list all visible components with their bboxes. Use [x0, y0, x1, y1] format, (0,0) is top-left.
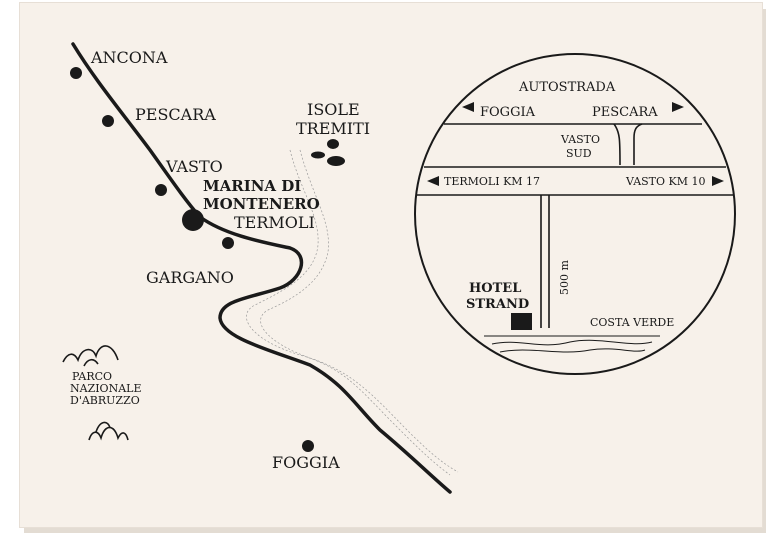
- arrow-left-icon: [462, 102, 474, 112]
- inset-foggia: FOGGIA: [480, 105, 536, 120]
- city-dot-icon: [222, 237, 234, 249]
- city-dot-icon: [102, 115, 114, 127]
- arrow-right-icon: [672, 102, 684, 112]
- coastline: [71, 42, 452, 494]
- exit-ramp: [613, 123, 643, 166]
- inset-termoli: TERMOLI KM 17: [444, 175, 540, 188]
- inset-pescara: PESCARA: [592, 105, 658, 120]
- hotel-icon: [511, 313, 532, 330]
- mountain-icon: [62, 345, 119, 367]
- inset-distance: 500 m: [558, 260, 571, 295]
- label-gargano: GARGANO: [146, 268, 234, 287]
- city-dot-icon: [302, 440, 314, 452]
- label-marina-line2: MONTENERO: [203, 195, 320, 213]
- inset-exit-line1: VASTO: [560, 133, 600, 146]
- label-park-line2: NAZIONALE: [70, 382, 141, 395]
- label-park-line1: PARCO: [72, 370, 112, 383]
- city-dot-icon: [70, 67, 82, 79]
- label-pescara: PESCARA: [135, 105, 216, 124]
- inset-hotel-line2: STRAND: [466, 297, 529, 312]
- label-vasto: VASTO: [165, 157, 223, 176]
- city-dot-icon: [155, 184, 167, 196]
- inset-exit-line2: SUD: [566, 147, 592, 160]
- access-road: [540, 195, 550, 328]
- inset-vasto: VASTO KM 10: [625, 175, 706, 188]
- inset-hotel-line1: HOTEL: [469, 281, 521, 296]
- inset-autostrada: AUTOSTRADA: [518, 80, 616, 95]
- label-isole: ISOLE: [307, 100, 360, 119]
- label-marina-line1: MARINA DI: [203, 177, 301, 195]
- river-lines: [246, 149, 459, 476]
- arrow-right-icon: [712, 176, 724, 186]
- arrow-left-icon: [427, 176, 439, 186]
- city-dot-icon: [182, 209, 204, 231]
- inset-circle: [414, 53, 736, 375]
- mountain-icon: [88, 421, 129, 441]
- island-icon: [311, 139, 345, 166]
- label-termoli: TERMOLI: [234, 213, 315, 232]
- label-park-line3: D'ABRUZZO: [70, 394, 140, 407]
- sea-waves: [484, 335, 660, 353]
- inset-coast: COSTA VERDE: [590, 316, 674, 329]
- label-tremiti: TREMITI: [296, 119, 370, 138]
- label-ancona: ANCONA: [90, 48, 168, 67]
- label-foggia: FOGGIA: [272, 453, 340, 472]
